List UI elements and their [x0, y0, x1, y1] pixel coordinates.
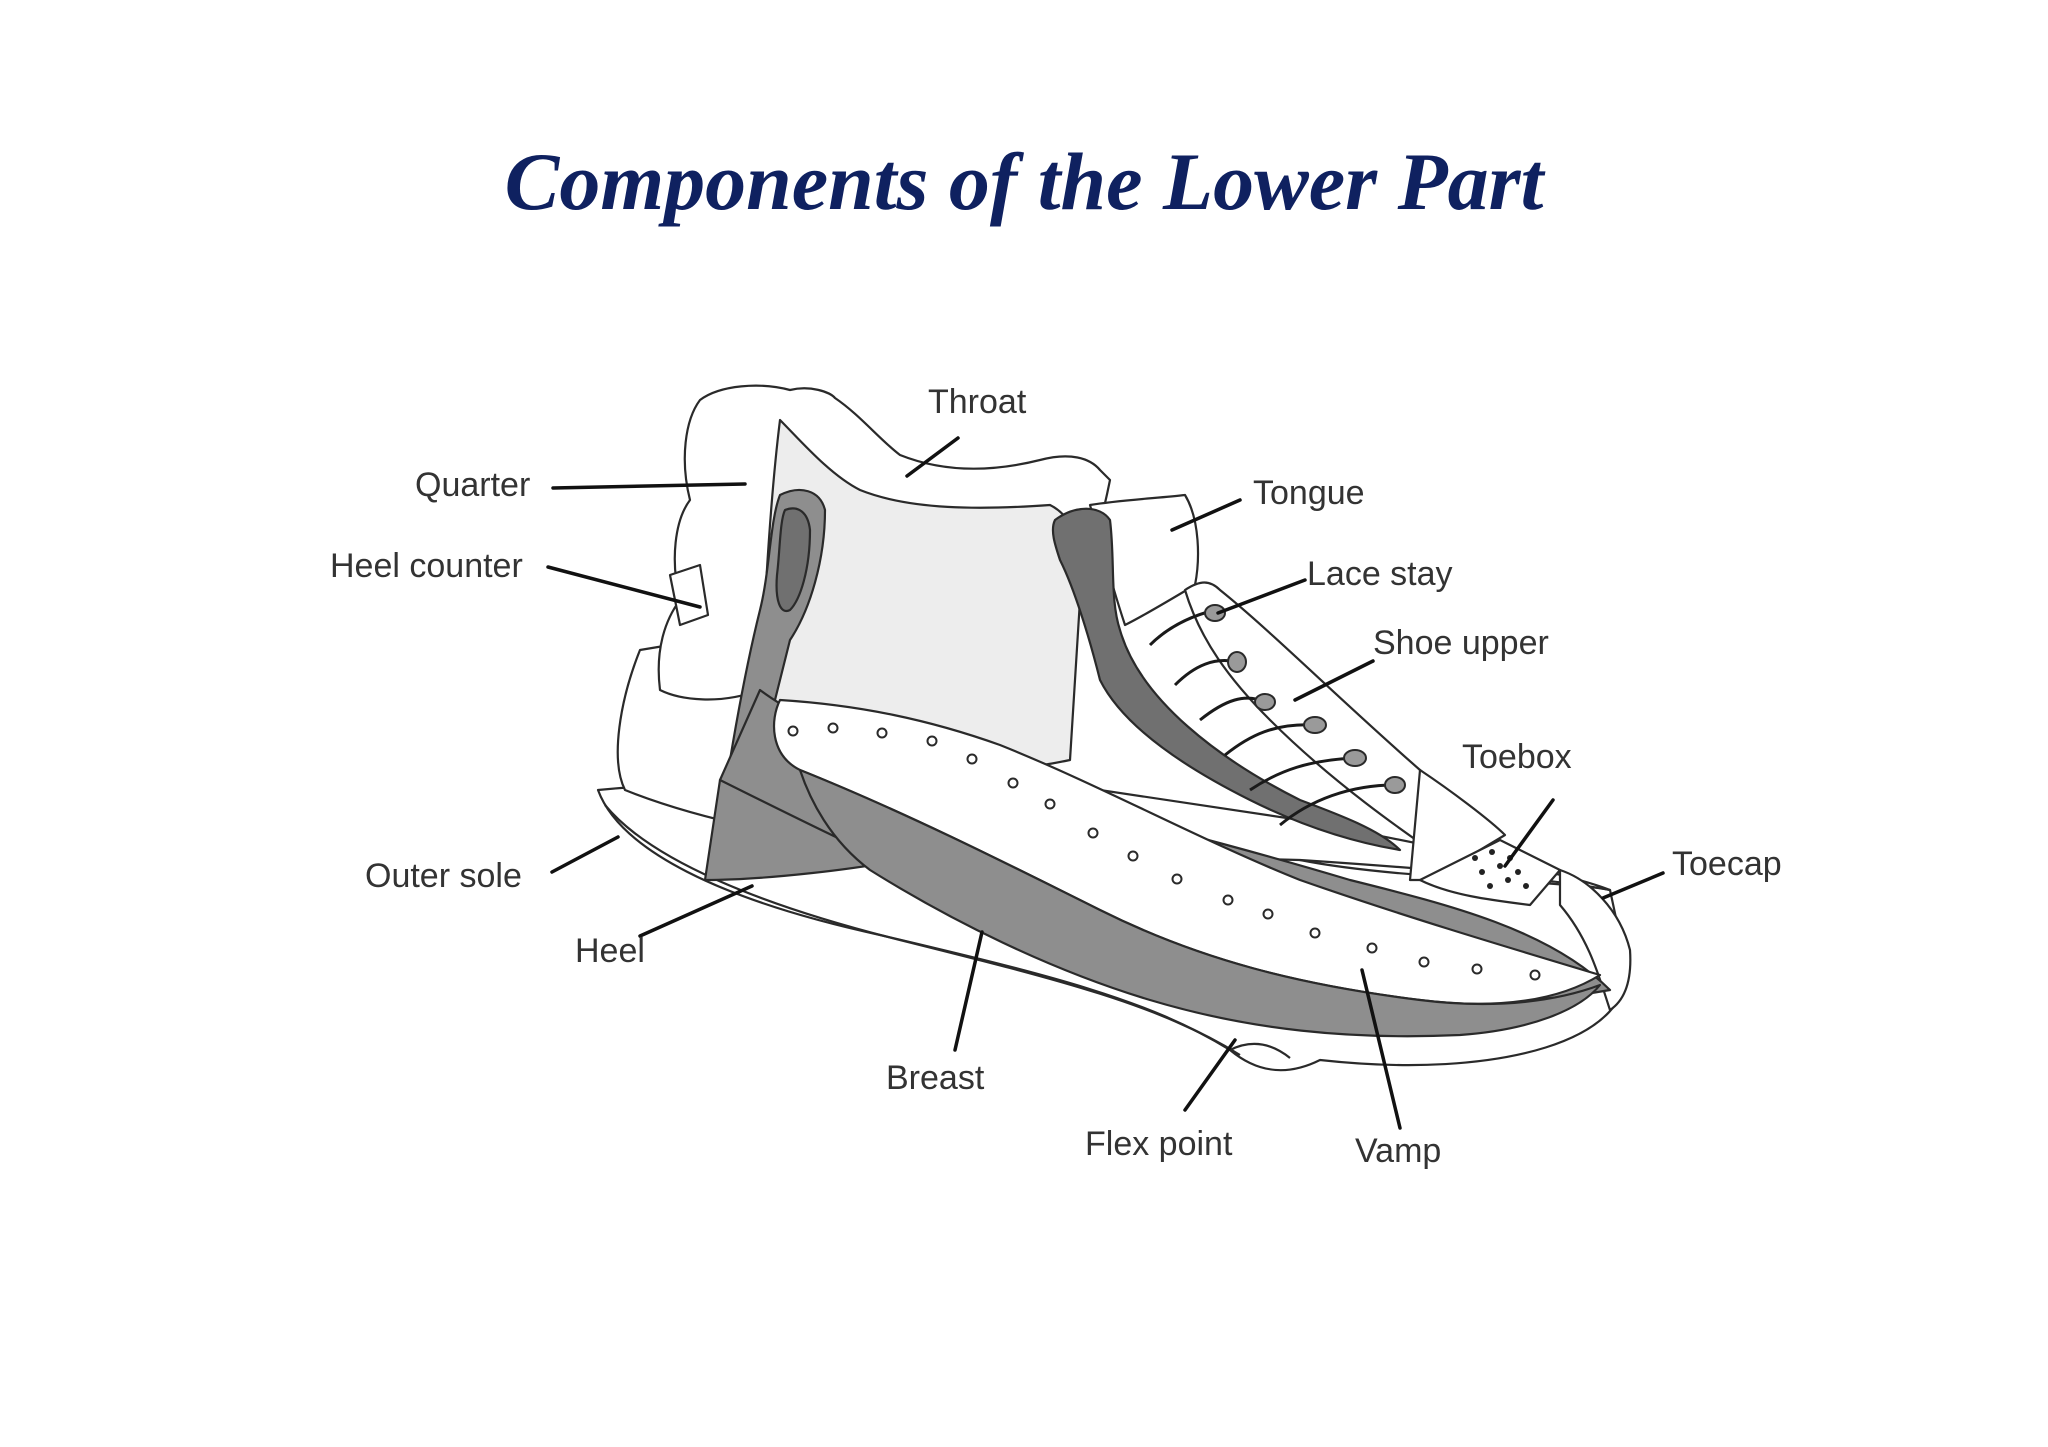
flex-groove — [1229, 1042, 1291, 1059]
label-flex-point: Flex point — [1085, 1125, 1233, 1163]
leader-flex-point — [1183, 1038, 1237, 1112]
leader-lines — [546, 436, 1665, 1130]
label-shoe-upper: Shoe upper — [1373, 624, 1549, 662]
label-outer-sole: Outer sole — [365, 857, 522, 895]
lower-midsole-band — [798, 768, 1602, 1038]
labels: Throat Quarter Tongue Heel counter Lace … — [330, 383, 1782, 1170]
shoe-illustration — [596, 384, 1632, 1072]
outer-sole-bevel — [604, 804, 1241, 1056]
leader-tongue — [1170, 498, 1242, 532]
toebox-dots — [1472, 849, 1529, 889]
label-heel-counter: Heel counter — [330, 547, 523, 585]
leader-outer-sole — [550, 835, 620, 874]
tongue-lining — [1051, 507, 1402, 852]
label-vamp: Vamp — [1355, 1132, 1441, 1170]
leader-throat — [905, 436, 960, 478]
leader-breast — [953, 930, 984, 1052]
heel-counter-tab — [668, 563, 710, 627]
label-throat: Throat — [928, 383, 1027, 421]
leader-quarter — [551, 482, 747, 490]
leader-shoe-upper — [1293, 659, 1375, 702]
label-breast: Breast — [886, 1059, 985, 1097]
leader-lace-stay — [1216, 578, 1307, 615]
label-toebox: Toebox — [1462, 738, 1572, 776]
eyelets — [1204, 604, 1406, 794]
leader-toecap — [1601, 871, 1665, 900]
midsole-holes — [787, 722, 1541, 981]
label-toecap: Toecap — [1672, 845, 1782, 883]
label-tongue: Tongue — [1253, 474, 1365, 512]
leader-heel — [638, 884, 754, 938]
heel-counter-inner — [775, 507, 812, 613]
label-heel: Heel — [575, 932, 645, 970]
slide-title: Components of the Lower Part — [504, 136, 1544, 227]
label-lace-stay: Lace stay — [1307, 555, 1453, 593]
leader-vamp — [1360, 968, 1402, 1130]
label-quarter: Quarter — [415, 466, 530, 504]
leader-toebox — [1503, 798, 1555, 868]
leader-heel-counter — [546, 565, 702, 609]
